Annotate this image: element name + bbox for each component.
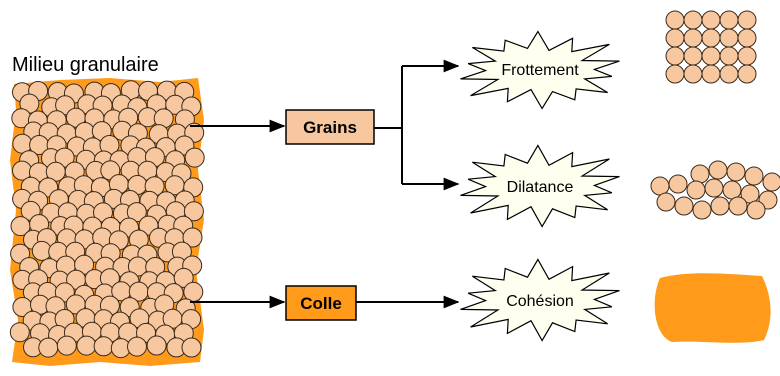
diagram-title: Milieu granulaire bbox=[12, 54, 159, 76]
grain-circle bbox=[683, 64, 703, 84]
grain-circle bbox=[737, 28, 757, 48]
burst-dilatance: Dilatance bbox=[460, 144, 620, 228]
grain-circle bbox=[183, 201, 204, 222]
cohesion-label: Cohésion bbox=[506, 293, 574, 310]
grain-circle bbox=[181, 337, 202, 358]
granular-medium bbox=[9, 78, 205, 366]
burst-shape bbox=[460, 30, 620, 110]
grain-circle bbox=[722, 180, 742, 200]
grain-circle bbox=[701, 64, 721, 84]
grain-circle bbox=[746, 200, 766, 220]
burst-shape bbox=[460, 144, 620, 228]
grain-circle bbox=[665, 28, 685, 48]
grain-circle bbox=[656, 192, 676, 212]
burst-frottement: Frottement bbox=[460, 30, 620, 110]
grain-circle bbox=[708, 160, 728, 180]
grain-circle bbox=[146, 335, 167, 356]
grain-circle bbox=[737, 46, 757, 66]
colle-box-label: Colle bbox=[300, 294, 342, 313]
grain-circle bbox=[650, 176, 670, 196]
grain-circle bbox=[127, 336, 147, 357]
grain-circle bbox=[93, 336, 114, 357]
grain-circle bbox=[683, 46, 703, 66]
grain-circle bbox=[674, 196, 694, 216]
grain-circle bbox=[762, 172, 780, 192]
grains-box-label: Grains bbox=[303, 118, 357, 137]
grain-circle bbox=[737, 64, 757, 84]
grain-circle bbox=[704, 178, 724, 198]
grain-circle bbox=[665, 10, 685, 30]
grain-circle bbox=[76, 335, 97, 356]
grain-circle bbox=[686, 180, 706, 200]
burst-shape bbox=[460, 258, 620, 342]
grain-pile bbox=[9, 80, 205, 359]
colle-box: Colle bbox=[285, 285, 357, 321]
grain-circle bbox=[701, 10, 721, 30]
grain-circle bbox=[737, 10, 757, 30]
glue-blob bbox=[654, 273, 771, 343]
grain-circle bbox=[701, 46, 721, 66]
dilatance-label: Dilatance bbox=[507, 179, 574, 196]
grain-circle bbox=[728, 196, 748, 216]
dilated-grain-cluster bbox=[650, 160, 780, 220]
grain-circle bbox=[719, 64, 739, 84]
grain-circle bbox=[683, 10, 703, 30]
grain-circle bbox=[56, 335, 77, 356]
grain-circle bbox=[173, 267, 194, 288]
grains-box: Grains bbox=[285, 109, 375, 145]
connectors bbox=[190, 59, 460, 309]
grain-circle bbox=[665, 46, 685, 66]
grain-circle bbox=[744, 166, 764, 186]
grain-circle bbox=[690, 164, 710, 184]
burst-cohesion: Cohésion bbox=[460, 258, 620, 342]
grain-circle bbox=[668, 174, 688, 194]
grain-circle bbox=[719, 10, 739, 30]
dense-packed-grains bbox=[665, 10, 757, 84]
grain-circle bbox=[38, 337, 59, 358]
grain-circle bbox=[184, 147, 205, 168]
grain-circle bbox=[9, 322, 30, 343]
grain-circle bbox=[182, 227, 203, 248]
grain-circle bbox=[726, 162, 746, 182]
grain-circle bbox=[692, 200, 712, 220]
grain-circle bbox=[719, 28, 739, 48]
frottement-label: Frottement bbox=[501, 62, 579, 79]
grain-circle bbox=[710, 196, 730, 216]
grain-circle bbox=[701, 28, 721, 48]
grain-circle bbox=[665, 64, 685, 84]
grain-circle bbox=[683, 28, 703, 48]
grain-circle bbox=[719, 46, 739, 66]
